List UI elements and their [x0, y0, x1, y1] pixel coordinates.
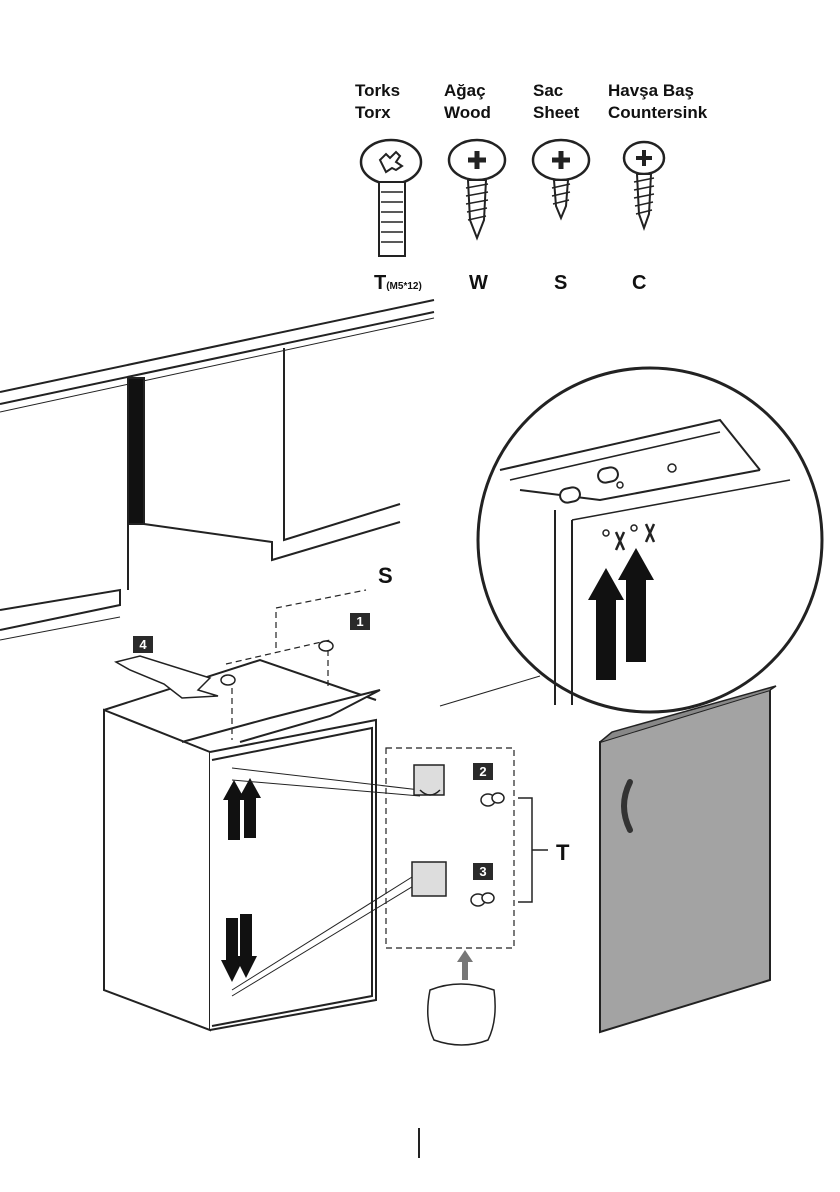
step-2-badge: 2: [473, 763, 493, 780]
countersink-screw-icon: [624, 142, 664, 228]
screw-name-tr: Torks: [355, 80, 400, 102]
bag-icon: [428, 950, 495, 1045]
torx-screw-icon: [361, 140, 421, 256]
hinge-top: [414, 765, 444, 795]
screw-name-en: Wood: [444, 102, 491, 124]
screw-label-sheet: Sac Sheet: [533, 80, 579, 124]
screw-label-torx: Torks Torx: [355, 80, 400, 124]
screw-label-wood: Ağaç Wood: [444, 80, 491, 124]
screw-code-c: C: [632, 272, 646, 295]
sheet-screw-icon: [533, 140, 589, 218]
door-panel: [600, 686, 776, 1032]
screw-name-en: Sheet: [533, 102, 579, 124]
screw-name-en: Torx: [355, 102, 400, 124]
t-bracket: [518, 798, 548, 902]
detail-zoom-circle: [478, 368, 822, 712]
screw-name-en: Countersink: [608, 102, 707, 124]
screw-name-tr: Ağaç: [444, 80, 491, 102]
torx-screw-icon: [471, 793, 504, 906]
screw-label-countersink: Havşa Baş Countersink: [608, 80, 707, 124]
refrigerator: [104, 660, 380, 1030]
kitchen-cabinet: [0, 300, 434, 640]
label-s: S: [378, 563, 393, 589]
step-1-badge: 1: [350, 613, 370, 630]
step-3-badge: 3: [473, 863, 493, 880]
screw-code-t: T(M5*12): [374, 272, 422, 295]
screw-code-s: S: [554, 272, 567, 295]
wood-screw-icon: [449, 140, 505, 238]
screw-name-tr: Havşa Baş: [608, 80, 707, 102]
screw-name-tr: Sac: [533, 80, 579, 102]
label-t: T: [556, 840, 569, 866]
page-separator: [418, 1128, 420, 1158]
hinge-bottom: [412, 862, 446, 896]
step-4-badge: 4: [133, 636, 153, 653]
screw-code-w: W: [469, 272, 488, 295]
